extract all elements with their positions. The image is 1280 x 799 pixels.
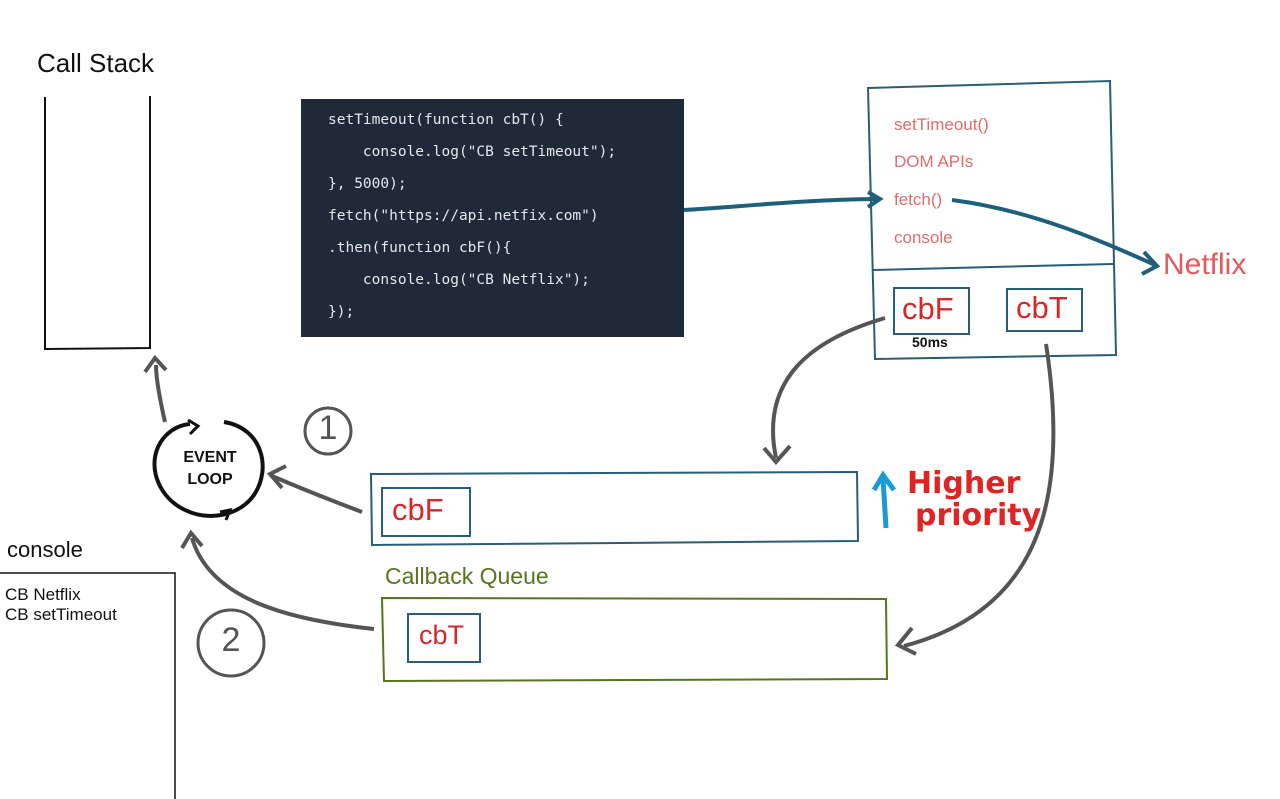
cbF-to-microtask-arrow [771, 316, 886, 459]
microtask-to-loop-arrow [271, 474, 363, 514]
netflix-server-label: Netflix [1163, 248, 1247, 281]
loop-to-stack-arrow [154, 364, 167, 423]
console-line-1: CB Netflix [5, 585, 81, 604]
event-loop-label-line1: EVENT [183, 449, 237, 466]
call-stack-title: Call Stack [37, 48, 155, 78]
callback-cbT-label: cbT [419, 620, 465, 650]
code-text: setTimeout(function cbT() { [328, 112, 564, 128]
api-console: console [894, 228, 953, 247]
code-line-7: }); [328, 304, 354, 320]
code-line-1: setTimeout(function cbT() { [328, 112, 564, 128]
call-stack-container [44, 96, 151, 351]
step-1-number: 1 [318, 409, 338, 447]
code-line-4: fetch("https://api.netfix.com") [328, 208, 599, 224]
step-1-circle [303, 406, 353, 456]
microtask-cbF-box: cbF [381, 487, 471, 537]
pending-cbT-box: cbT [1006, 288, 1083, 332]
callback-to-loop-arrow [190, 537, 375, 631]
console-title: console [7, 537, 83, 562]
code-line-5: .then(function cbF(){ [328, 240, 511, 256]
event-loop-label: EVENT LOOP [178, 447, 242, 491]
code-line-2: console.log("CB setTimeout"); [328, 144, 616, 160]
console-panel [0, 572, 176, 799]
event-loop-circle [152, 420, 265, 518]
console-output: CB Netflix CB setTimeout [5, 585, 117, 625]
priority-up-arrow [880, 477, 889, 529]
callback-queue-box [380, 596, 889, 683]
pending-cbF-label: cbF [902, 291, 954, 326]
timer-label: 50ms [912, 334, 948, 350]
callback-cbT-box: cbT [407, 613, 481, 663]
code-text: console.log("CB Netflix"); [328, 272, 590, 288]
netflix-arrow [951, 198, 1156, 267]
event-loop-label-line2: LOOP [187, 471, 233, 488]
code-text: }); [328, 304, 355, 320]
microtask-queue-box [369, 470, 860, 547]
code-line-6: console.log("CB Netflix"); [328, 272, 590, 288]
api-fetch: fetch() [894, 190, 943, 209]
higher-priority-line1: Higher [907, 466, 1021, 501]
pending-cbT-label: cbT [1016, 290, 1068, 325]
web-apis-divider [872, 263, 1114, 271]
callback-queue-title: Callback Queue [385, 563, 549, 589]
step-2-circle [196, 608, 266, 678]
api-dom: DOM APIs [894, 152, 974, 171]
higher-priority-line2: priority [915, 498, 1042, 533]
code-text: console.log("CB setTimeout"); [328, 144, 617, 160]
api-settimeout: setTimeout() [894, 115, 989, 134]
console-line-2: CB setTimeout [5, 605, 117, 624]
code-text: }, 5000); [328, 176, 407, 192]
microtask-cbF-label: cbF [392, 492, 444, 527]
code-text: fetch("https://api.netfix.com") [328, 208, 599, 224]
step-2-number: 2 [221, 621, 241, 659]
web-apis-box [866, 79, 1118, 361]
code-snippet: setTimeout(function cbT() { console.log(… [301, 99, 684, 337]
pending-cbF-box: cbF [893, 287, 970, 335]
code-text: .then(function cbF(){ [328, 240, 512, 256]
higher-priority-note: Higher priority [907, 468, 1041, 532]
cbT-to-callback-arrow [903, 343, 1056, 648]
code-line-3: }, 5000); [328, 176, 407, 192]
